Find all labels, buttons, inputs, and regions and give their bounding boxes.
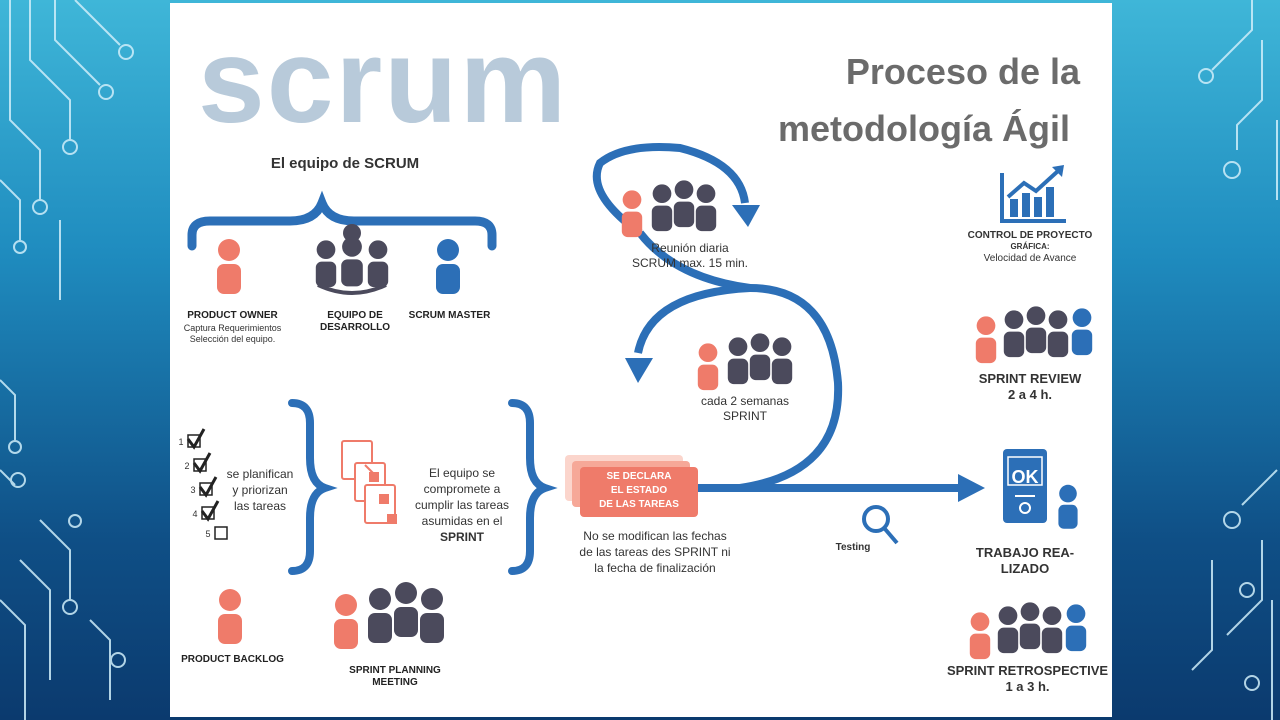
dev-team-label-line2: DESARROLLO (320, 322, 390, 333)
control-line2: GRÁFICA: (1010, 242, 1050, 251)
scrum-logo-word: scrum (198, 14, 569, 148)
plan-text-line2: y priorizan (232, 483, 288, 497)
ok-device-icon (1003, 449, 1047, 523)
commit-line3: cumplir las tareas (414, 498, 510, 512)
declare-badge (580, 467, 698, 517)
daily-loop-arrow (592, 143, 749, 237)
planning-brace-left (288, 399, 338, 575)
sprint-loop-arrow (739, 284, 843, 492)
check-number-5: 5 (205, 529, 211, 539)
product-owner-desc2: Selección del equipo. (189, 334, 276, 344)
backlog-owner-icon (218, 589, 242, 644)
circuit-decoration-right (1191, 0, 1278, 720)
done-line2: LIZADO (1000, 561, 1050, 576)
check-number-4: 4 (192, 509, 198, 519)
declare-line1: SE DECLARA (606, 471, 672, 482)
declare-note-line1: No se modifican las fechas (583, 529, 727, 543)
team-brace (187, 190, 497, 251)
product-owner-icon (217, 239, 241, 294)
done-line1: TRABAJO REA- (975, 545, 1075, 560)
sprint-cycle-line1: cada 2 semanas (700, 394, 790, 408)
dev-team-label-line1: EQUIPO DE (327, 310, 383, 321)
daily-text-line1: Reunión diaria (651, 241, 729, 255)
scrum-master-icon (436, 239, 460, 294)
review-line1: SPRINT REVIEW (978, 371, 1082, 386)
testing-label: Testing (835, 542, 871, 553)
retro-line1: SPRINT RETROSPECTIVE (946, 663, 1109, 678)
plan-text-line1: se planifican (226, 467, 294, 481)
dev-team-icon (315, 224, 389, 295)
ok-label: OK (1011, 467, 1039, 487)
product-owner-label: PRODUCT OWNER (187, 310, 278, 321)
worker-icon (1058, 484, 1078, 529)
sprint-team-icon (697, 333, 793, 391)
daily-text-line2: SCRUM max. 15 min. (631, 256, 749, 270)
team-heading: El equipo de SCRUM (270, 155, 420, 172)
sprint-cycle-line2: SPRINT (722, 409, 767, 423)
documents-icon (341, 440, 397, 524)
page-title-line1: Proceso de la (845, 51, 1080, 92)
check-number-1: 1 (178, 437, 184, 447)
commit-line1: El equipo se (428, 466, 496, 480)
check-number-2: 2 (184, 461, 190, 471)
chart-icon (1000, 165, 1066, 223)
declare-line2: EL ESTADO (610, 485, 668, 496)
check-number-3: 3 (190, 485, 196, 495)
review-line2: 2 a 4 h. (1007, 387, 1053, 402)
declare-line3: DE LAS TAREAS (599, 499, 679, 510)
control-line3: Velocidad de Avance (983, 253, 1077, 264)
product-backlog-label: PRODUCT BACKLOG (181, 654, 284, 665)
commit-line4: asumidas en el (421, 514, 503, 528)
plan-text-line3: las tareas (233, 499, 287, 513)
daily-meeting-icon (621, 180, 717, 238)
scrum-infographic: scrum Proceso de la metodología Ágil El … (170, 3, 1112, 717)
diagram-graphics (186, 143, 1093, 660)
commit-line2: compromete a (423, 482, 501, 496)
planning-brace-right (508, 399, 558, 575)
planning-meeting-line2: MEETING (372, 677, 418, 688)
checklist-icon (186, 428, 228, 540)
commit-line5: SPRINT (439, 530, 484, 544)
page-title-line2: metodología Ágil (778, 108, 1070, 149)
planning-meeting-line1: SPRINT PLANNING (349, 665, 441, 676)
retrospective-icon (969, 602, 1087, 660)
product-owner-desc1: Captura Requerimientos (183, 323, 282, 333)
declare-note-line2: de las tareas des SPRINT ni (579, 545, 731, 559)
planning-meeting-icon (334, 582, 444, 649)
scrum-master-label: SCRUM MASTER (408, 310, 491, 321)
sprint-review-icon (975, 306, 1093, 364)
magnifier-icon (862, 505, 899, 545)
declare-note-line3: la fecha de finalización (594, 561, 716, 575)
retro-line2: 1 a 3 h. (1005, 679, 1050, 694)
circuit-decoration-left (0, 0, 134, 720)
control-line1: CONTROL DE PROYECTO (967, 230, 1093, 241)
